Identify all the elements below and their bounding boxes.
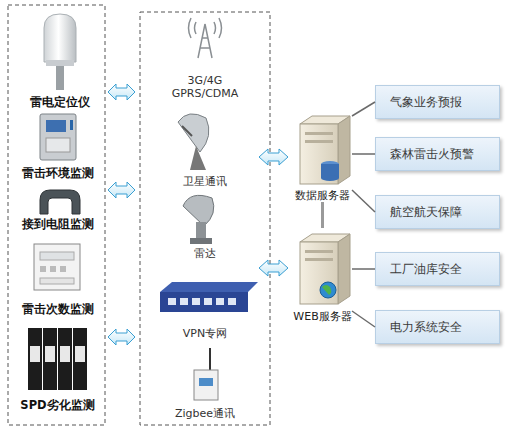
comm-label: 雷达 <box>169 247 241 260</box>
comm-node: 雷达 <box>150 190 260 260</box>
comm-label: 3G/4G GPRS/CDMA <box>169 74 241 100</box>
server-node: 数据服务器 <box>285 112 360 202</box>
device-node: SPD劣化监测 <box>10 322 105 412</box>
device-node: 雷击环境监测 <box>10 110 105 180</box>
comm-label: 卫星通讯 <box>169 175 241 188</box>
double-arrow <box>108 84 288 345</box>
application-label: 电力系统安全 <box>390 320 462 335</box>
spd-icon <box>28 328 87 390</box>
group-frame <box>8 5 105 425</box>
monitor-icon <box>40 114 76 160</box>
clamp-icon <box>40 190 80 214</box>
tower-icon <box>189 18 222 58</box>
device-label: 接到电阻监测 <box>22 217 94 231</box>
comm-node: VPN专网 <box>150 268 260 340</box>
device-label: 雷电定位仪 <box>30 95 90 109</box>
application-box: 森林雷击火预警 <box>375 137 500 171</box>
application-label: 气象业务预报 <box>390 95 462 110</box>
satellite-dish-icon <box>178 114 209 170</box>
application-label: 航空航天保障 <box>390 205 462 220</box>
application-label: 森林雷击火预警 <box>390 147 474 162</box>
connector-line <box>352 153 375 155</box>
comm-label: VPN专网 <box>169 327 241 340</box>
server-label: WEB服务器 <box>293 310 351 323</box>
application-box: 工厂油库安全 <box>375 252 500 286</box>
device-node: 接到电阻监测 <box>10 185 105 231</box>
zigbee-icon <box>194 348 218 400</box>
connector-line <box>352 190 375 212</box>
radar-icon <box>183 195 214 244</box>
server-label: 数据服务器 <box>295 189 350 202</box>
server-icon <box>300 234 350 304</box>
device-node: 雷电定位仪 <box>20 8 100 109</box>
comm-label: Zigbee通讯 <box>169 407 241 420</box>
server-icon <box>300 116 350 184</box>
device-label: 雷击环境监测 <box>22 166 94 180</box>
server-node: WEB服务器 <box>285 228 360 323</box>
comm-node: 3G/4G GPRS/CDMA <box>150 15 260 100</box>
application-box: 气象业务预报 <box>375 85 500 119</box>
application-box: 电力系统安全 <box>375 310 500 344</box>
application-box: 航空航天保障 <box>375 195 500 229</box>
comm-node: 卫星通讯 <box>150 105 260 188</box>
connector-line <box>352 268 375 270</box>
device-label: SPD劣化监测 <box>20 398 94 412</box>
connector-line <box>352 102 375 116</box>
counter-icon <box>34 244 80 290</box>
device-node: 雷击次数监测 <box>10 238 105 316</box>
device-label: 雷击次数监测 <box>22 302 94 316</box>
router-icon <box>160 282 258 312</box>
antenna-icon <box>44 14 76 90</box>
comm-node: Zigbee通讯 <box>150 342 260 420</box>
application-label: 工厂油库安全 <box>390 262 462 277</box>
connector-line <box>321 202 324 228</box>
group-frame <box>140 12 270 425</box>
connector-line <box>352 311 375 327</box>
